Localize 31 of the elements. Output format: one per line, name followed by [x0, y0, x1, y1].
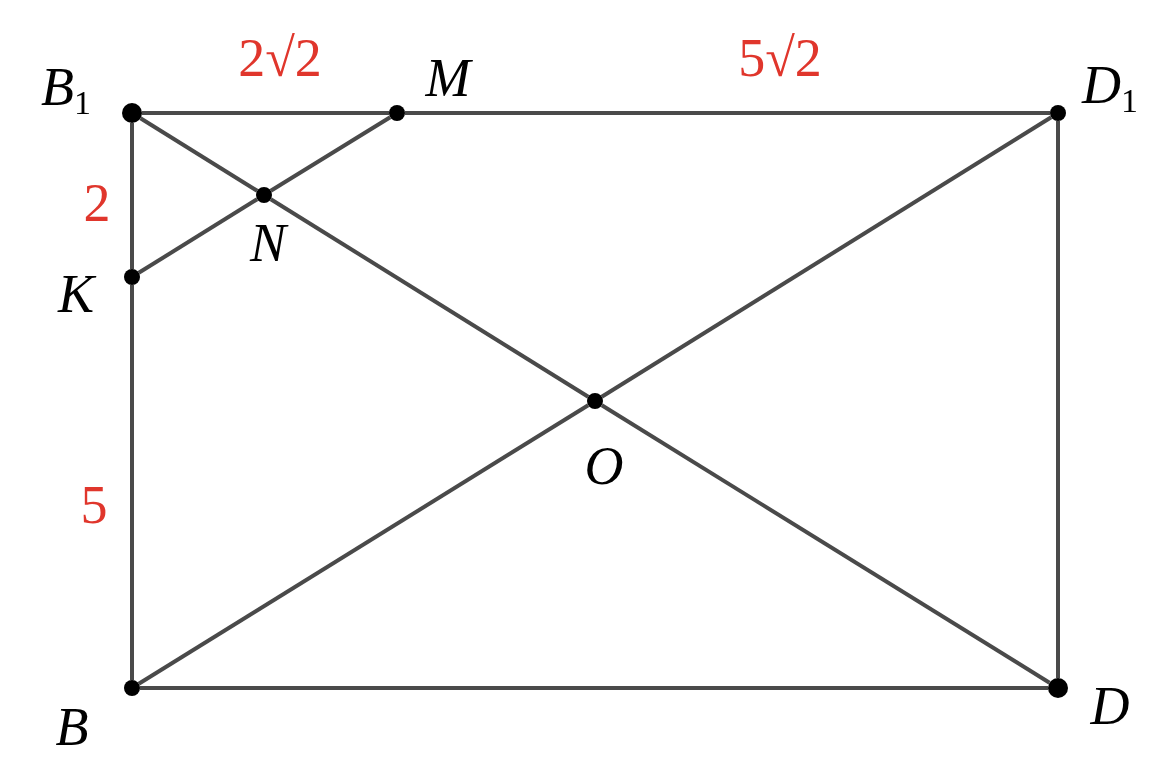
- point-dot: [124, 269, 140, 285]
- point-label: M: [425, 51, 471, 105]
- length-label: 5: [80, 478, 108, 532]
- line-segment: [140, 686, 1048, 690]
- point-label: B: [55, 700, 89, 754]
- line-segment: [405, 111, 1050, 115]
- point-dot: [389, 105, 405, 121]
- line-segment: [600, 115, 1053, 399]
- line-segment: [142, 111, 389, 115]
- point-dot: [124, 680, 140, 696]
- line-segment: [130, 123, 134, 269]
- point-dot: [256, 187, 272, 203]
- line-segment: [600, 403, 1051, 685]
- point-label: B$_{1}$: [41, 60, 91, 120]
- line-segment: [269, 197, 590, 399]
- line-segment: [130, 285, 134, 680]
- line-segment: [269, 115, 392, 193]
- length-label: 2: [83, 176, 111, 230]
- point-dot: [587, 393, 603, 409]
- point-dot: [1050, 105, 1066, 121]
- point-label: O: [584, 439, 624, 493]
- length-label: 5√2: [738, 31, 822, 85]
- point-dot: [1048, 678, 1068, 698]
- point-label: D$_{1}$: [1082, 58, 1138, 118]
- line-segment: [139, 116, 259, 193]
- line-segment: [137, 197, 259, 275]
- point-label: D: [1090, 679, 1130, 733]
- length-label: 2√2: [238, 31, 322, 85]
- line-segment: [137, 403, 590, 686]
- point-dot: [122, 103, 142, 123]
- line-segment: [1056, 121, 1060, 678]
